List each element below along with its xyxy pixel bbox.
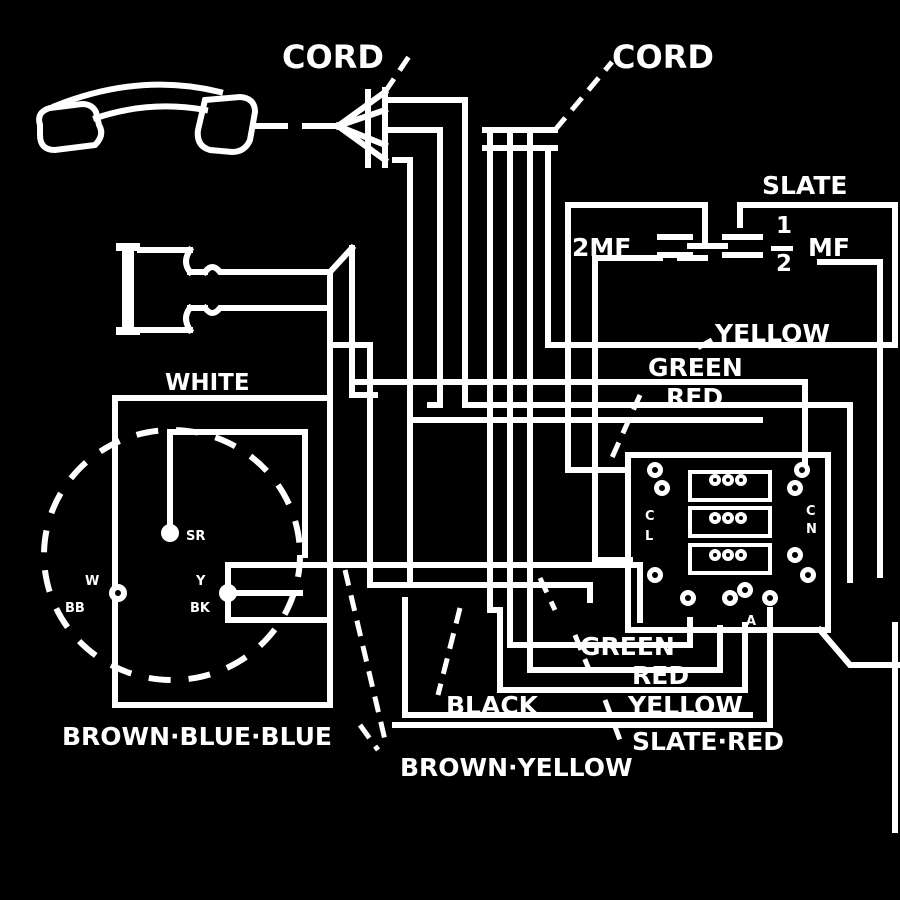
hook-switch	[116, 243, 357, 335]
brown-yellow-label: BROWN·YELLOW	[400, 753, 633, 782]
black-label: BLACK	[446, 691, 540, 720]
induction-coil	[625, 452, 831, 633]
yellow-bottom-label: YELLOW	[627, 691, 743, 720]
slate-label: SLATE	[762, 171, 847, 200]
coil-c-left-label: C	[645, 509, 655, 524]
handset-icon	[36, 81, 341, 156]
cord-right-label: CORD	[612, 38, 714, 76]
dial-w-label: W	[85, 574, 99, 589]
capacitor-half-mf	[715, 234, 793, 258]
dial-bk-label: BK	[190, 601, 211, 616]
green-top-label: GREEN	[648, 353, 743, 382]
capacitor-half-num-label: 1	[776, 213, 792, 239]
capacitor-2mf-label: 2MF	[572, 233, 631, 262]
yellow-top-label: YELLOW	[714, 319, 830, 348]
brown-yellow-leader	[342, 569, 388, 741]
red-bottom-label: RED	[632, 661, 689, 690]
coil-a-label: A	[746, 614, 756, 629]
coil-n-right-label: N	[806, 522, 817, 537]
green-bottom-label: GREEN	[580, 632, 675, 661]
right-cord-connector	[482, 60, 614, 151]
terminal-sr	[161, 524, 179, 542]
yellow-bottom-leader	[537, 576, 558, 612]
dial-bb-label: BB	[65, 601, 85, 616]
coil-c-right-label: C	[806, 504, 816, 519]
slate-red-label: SLATE·RED	[632, 727, 784, 756]
capacitor-half-unit-label: MF	[808, 233, 850, 262]
capacitor-half-den-label: 2	[776, 251, 792, 277]
capacitor-2mf	[592, 234, 721, 261]
yellow-top-leader	[688, 337, 714, 355]
green-bottom-leader	[572, 634, 593, 673]
black-leader	[435, 607, 463, 696]
cord-left-leader	[382, 53, 413, 94]
brown-blue-blue-label: BROWN·BLUE·BLUE	[62, 722, 332, 751]
dial-assembly	[41, 395, 333, 708]
white-label: WHITE	[165, 370, 250, 396]
cord-right-leader	[553, 60, 614, 132]
cord-left-label: CORD	[282, 38, 384, 76]
slate-red-leader	[602, 699, 623, 741]
dial-sr-label: SR	[186, 529, 205, 544]
dial-y-label: Y	[195, 574, 206, 589]
labels: CORD CORD SLATE 2MF 1 2 MF YELLOW GREEN …	[62, 38, 850, 782]
coil-l-left-label: L	[645, 529, 653, 544]
red-top-leader	[607, 393, 643, 464]
red-top-label: RED	[666, 383, 723, 412]
label-leaders	[342, 337, 714, 752]
brown-blue-blue-leader	[357, 723, 381, 752]
